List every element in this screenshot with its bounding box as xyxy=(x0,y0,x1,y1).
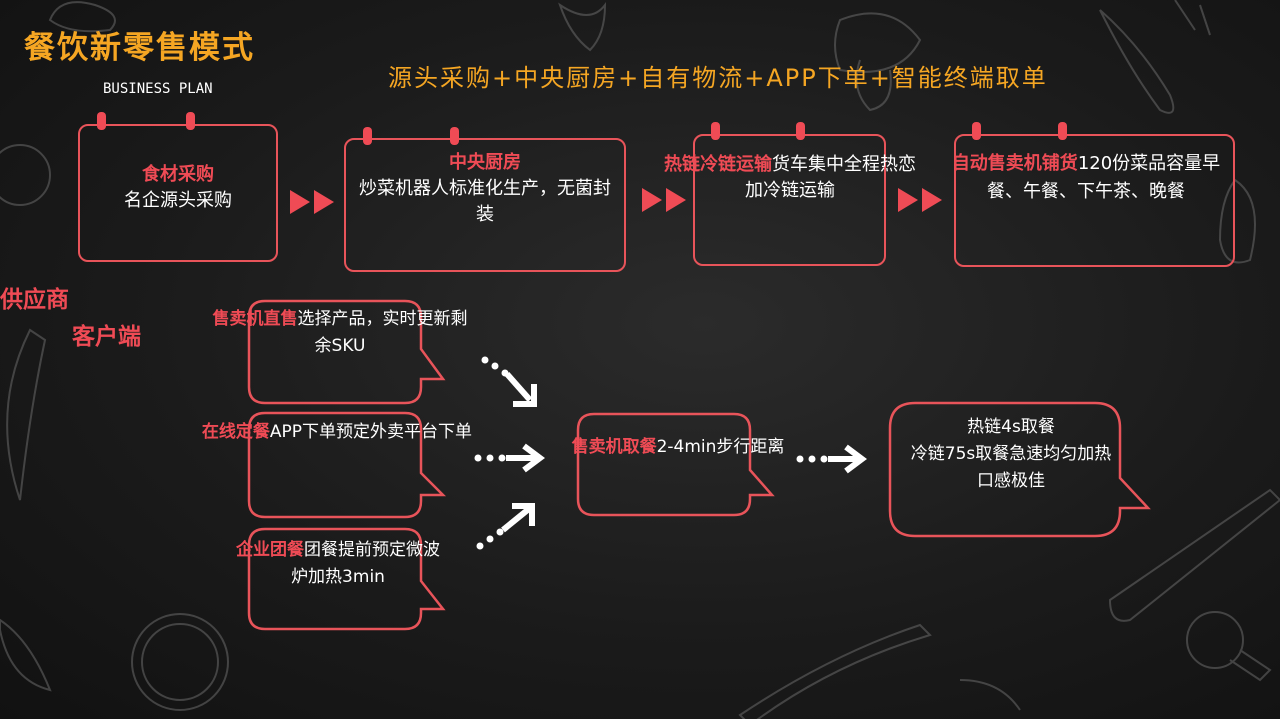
mushroom-doodle-icon xyxy=(834,12,922,73)
result-line-3: 口感极佳 xyxy=(977,471,1045,491)
step-card-logistics xyxy=(693,134,886,266)
bubble-pickup xyxy=(576,412,775,517)
bubble-online xyxy=(247,411,447,519)
tagline: 源头采购+中央厨房+自有物流+APP下单+智能终端取单 xyxy=(388,64,1048,92)
pin-icon xyxy=(363,127,372,145)
pin-icon xyxy=(450,127,459,145)
arrow-right-icon xyxy=(666,188,686,212)
bubble-result xyxy=(888,401,1151,538)
channel-title: 在线定餐 xyxy=(201,422,270,442)
arrow-right-white-icon xyxy=(522,443,545,473)
mushroom2-doodle-icon xyxy=(1186,611,1244,669)
page-subtitle: BUSINESS PLAN xyxy=(103,81,213,97)
step-desc: 炒菜机器人标准化生产，无菌封装 xyxy=(359,178,611,225)
arrow-right-icon xyxy=(642,188,662,212)
arrow-right-icon xyxy=(314,190,334,214)
step-card-vending xyxy=(954,134,1235,267)
spoon-doodle-icon xyxy=(48,1,116,33)
step-desc: 名企源头采购 xyxy=(124,190,232,211)
result-line-2: 冷链75s取餐急速均匀加热 xyxy=(910,444,1112,464)
pin-icon xyxy=(186,112,195,130)
arrow-down-right-icon xyxy=(513,384,537,407)
tomato-slice-doodle-icon xyxy=(131,613,229,711)
pin-icon xyxy=(711,122,720,140)
pin-icon xyxy=(796,122,805,140)
arrow-right-icon xyxy=(290,190,310,214)
step-desc: 120份菜品容量早餐、午餐、下午茶、晚餐 xyxy=(987,153,1221,202)
arrow-right-icon xyxy=(922,188,942,212)
step-title: 自动售卖机铺货 xyxy=(951,153,1078,174)
channel-direct: 售卖机直售选择产品，实时更新剩余SKU xyxy=(205,306,475,360)
arrow-right-white-icon xyxy=(844,444,867,474)
pickup-text: 售卖机取餐2-4min步行距离 xyxy=(553,434,803,461)
bubble-direct xyxy=(247,299,446,405)
step-card-kitchen: 中央厨房 炒菜机器人标准化生产，无菌封装 xyxy=(344,138,626,272)
fork-doodle-icon xyxy=(738,623,932,719)
channel-online: 在线定餐APP下单预定外卖平台下单 xyxy=(200,419,474,446)
page-title: 餐饮新零售模式 xyxy=(24,30,255,66)
arrow-right-icon xyxy=(898,188,918,212)
step-title: 热链冷链运输 xyxy=(664,154,772,175)
channel-title: 售卖机直售 xyxy=(212,309,298,329)
channel-group: 企业团餐团餐提前预定微波炉加热3min xyxy=(236,537,440,591)
channel-title: 企业团餐 xyxy=(236,540,304,560)
step-card-logistics-text: 热链冷链运输货车集中全程热恋加冷链运输 xyxy=(656,152,924,204)
step-card-vending-text: 自动售卖机铺货120份菜品容量早餐、午餐、下午茶、晚餐 xyxy=(946,150,1226,206)
result-text: 热链4s取餐 冷链75s取餐急速均匀加热 口感极佳 xyxy=(893,414,1129,495)
step-desc: 货车集中全程热恋加冷链运输 xyxy=(745,154,916,201)
chili-doodle-icon xyxy=(6,328,47,501)
carrot-doodle-icon xyxy=(1099,9,1175,114)
channel-desc: APP下单预定外卖平台下单 xyxy=(269,422,473,442)
customer-label: 客户端 xyxy=(72,324,141,350)
channel-desc: 团餐提前预定微波炉加热3min xyxy=(291,540,440,587)
knife-doodle-icon xyxy=(1108,488,1280,622)
step-title: 中央厨房 xyxy=(449,152,521,173)
pin-icon xyxy=(972,122,981,140)
pin-icon xyxy=(97,112,106,130)
channel-desc: 选择产品，实时更新剩余SKU xyxy=(297,309,468,356)
supplier-label: 供应商 xyxy=(0,287,69,313)
pickup-desc: 2-4min步行距离 xyxy=(656,437,785,457)
step-title: 食材采购 xyxy=(142,164,214,185)
bubble-group xyxy=(247,527,446,631)
arrow-up-right-icon xyxy=(512,503,535,526)
pickup-title: 售卖机取餐 xyxy=(571,437,657,457)
step-card-sourcing: 食材采购 名企源头采购 xyxy=(78,124,278,262)
pin-icon xyxy=(1058,122,1067,140)
result-line-1: 热链4s取餐 xyxy=(967,417,1055,437)
tomato-doodle-icon xyxy=(0,144,51,206)
